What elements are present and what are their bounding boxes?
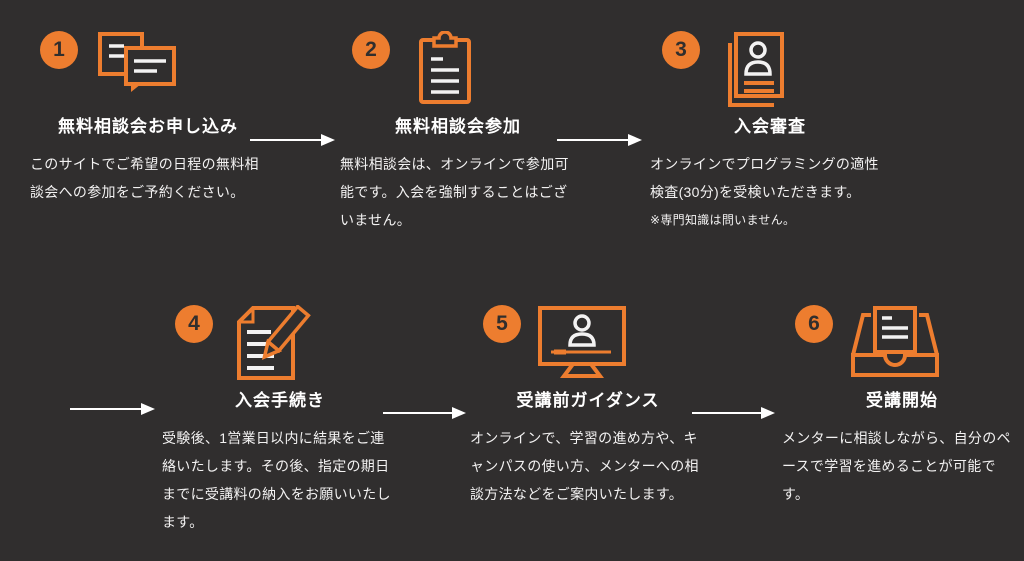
- step-title: 受講開始: [866, 391, 938, 410]
- step-5: 5 受講前ガイダンス オンラインで、学習の進め方や、キ ャンパスの使い方、メンタ…: [470, 302, 706, 508]
- arrow-step4-to-step5: [383, 407, 466, 419]
- step-number-badge: 1: [40, 31, 78, 69]
- arrow-step2-to-step3: [557, 134, 642, 146]
- step-1: 1 無料相談会お申し込み このサイトでご希望の日程の無料相 談会への参加をご予約…: [30, 28, 266, 206]
- step-6: 6 受講開始 メンターに相談しながら、自分のペ ースで学習を進めることが可能で …: [782, 302, 1022, 508]
- step-1-header: 1: [30, 28, 266, 116]
- step-description: オンラインで、学習の進め方や、キ ャンパスの使い方、メンターへの相 談方法などを…: [470, 430, 699, 502]
- step-number: 1: [53, 38, 65, 61]
- step-2-header: 2: [340, 28, 576, 116]
- step-title: 受講前ガイダンス: [516, 391, 660, 410]
- applicant-card-icon: [724, 31, 786, 107]
- step-note: ※専門知識は問いません。: [650, 213, 796, 227]
- monitor-person-icon: [537, 305, 627, 379]
- step-3: 3 入会審査 オンラインでプログラミングの適性 検査(30分)を受検いただきます…: [650, 28, 890, 229]
- step-title: 無料相談会参加: [395, 117, 521, 136]
- step-number-badge: 3: [662, 31, 700, 69]
- step-number-badge: 4: [175, 305, 213, 343]
- step-number-badge: 6: [795, 305, 833, 343]
- clipboard-icon: [418, 31, 472, 105]
- arrow-step5-to-step6: [692, 407, 775, 419]
- arrow-row2-lead-in: [70, 403, 155, 415]
- step-5-header: 5: [470, 302, 706, 390]
- arrow-step1-to-step2: [250, 134, 335, 146]
- step-title: 無料相談会お申し込み: [58, 117, 238, 136]
- inbox-document-icon: [849, 305, 939, 377]
- step-6-header: 6: [782, 302, 1022, 390]
- step-3-header: 3: [650, 28, 890, 116]
- step-title: 入会審査: [734, 117, 806, 136]
- step-number-badge: 5: [483, 305, 521, 343]
- step-number-badge: 2: [352, 31, 390, 69]
- document-pencil-icon: [231, 305, 313, 381]
- step-description: 無料相談会は、オンラインで参加可 能です。入会を強制することはござ いません。: [340, 156, 569, 228]
- step-2: 2 無料相談会参加 無料相談会は、オンラインで参加可 能です。入会を強制すること…: [340, 28, 576, 234]
- step-number: 6: [808, 312, 820, 335]
- step-4-header: 4: [162, 302, 398, 390]
- step-number: 4: [188, 312, 200, 335]
- step-number: 5: [496, 312, 508, 335]
- step-description: このサイトでご希望の日程の無料相 談会への参加をご予約ください。: [30, 156, 259, 200]
- step-title: 入会手続き: [235, 391, 325, 410]
- step-description: オンラインでプログラミングの適性 検査(30分)を受検いただきます。: [650, 156, 879, 200]
- step-number: 2: [365, 38, 377, 61]
- step-number: 3: [675, 38, 687, 61]
- step-4: 4 入会手続き 受験後、1営業日以内に結果をご: [162, 302, 398, 536]
- chat-bubbles-icon: [97, 31, 177, 93]
- step-description: メンターに相談しながら、自分のペ ースで学習を進めることが可能で す。: [782, 430, 1011, 502]
- step-description: 受験後、1営業日以内に結果をご連 絡いたします。その後、指定の期日 までに受講料…: [162, 430, 391, 530]
